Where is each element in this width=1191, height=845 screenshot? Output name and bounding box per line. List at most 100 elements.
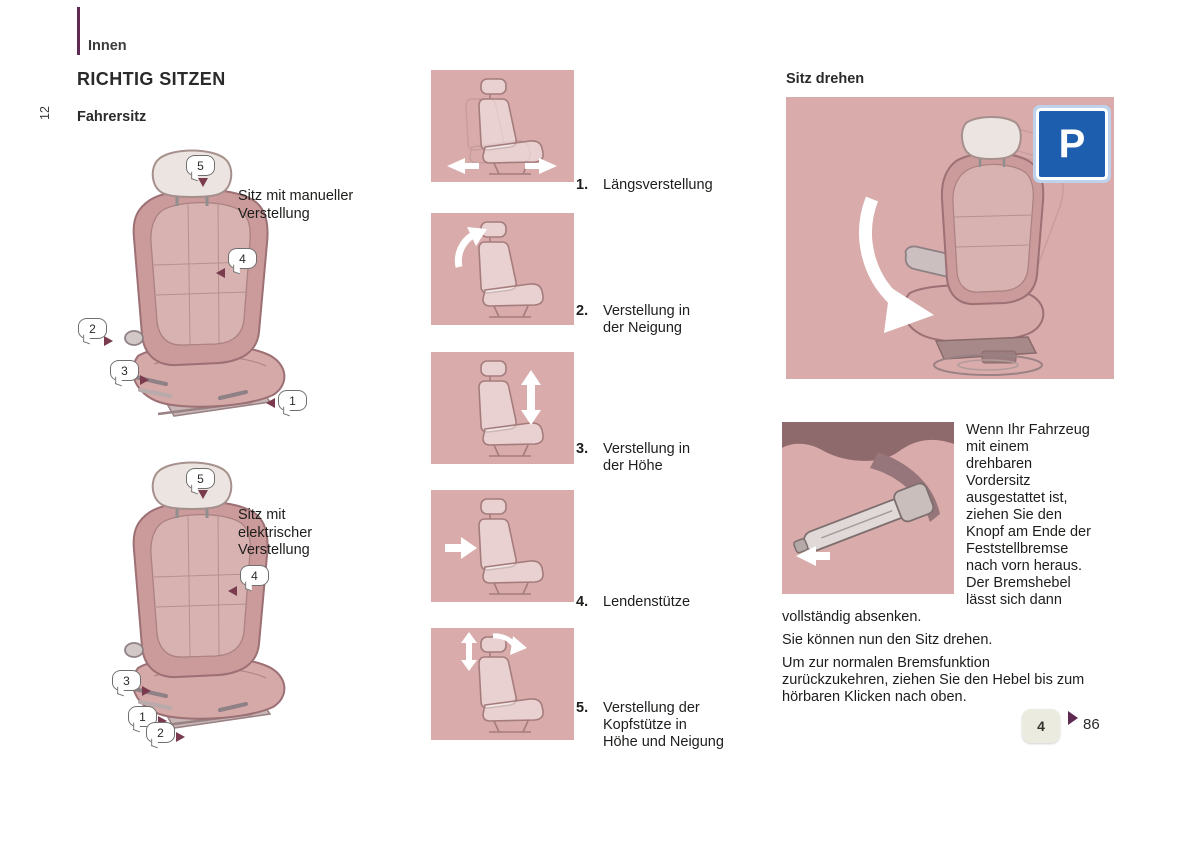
seat-drawing: [124, 461, 286, 729]
label-line: Lendenstütze: [603, 594, 691, 610]
seat-side-icon: [461, 632, 544, 733]
adjustment-label-4: 4. Lendenstütze: [576, 594, 690, 611]
callout-number: 5: [197, 158, 204, 173]
label-line: Höhe und Neigung: [603, 734, 724, 750]
page-title: RICHTIG SITZEN: [77, 69, 226, 89]
adjustment-box-longitudinal: [431, 70, 574, 182]
seat-side-icon: [447, 78, 557, 175]
swivel-paragraph-1: Wenn Ihr Fahrzeug mit einem drehbaren Vo…: [782, 422, 1091, 625]
callout-bubble: 1: [278, 390, 307, 411]
label-line: Verstellung der: [603, 700, 700, 716]
console-shape: [782, 422, 954, 461]
adjustment-box-lumbar: [431, 490, 574, 602]
swivel-paragraph-2: Sie können nun den Sitz drehen.: [782, 632, 993, 648]
pointer-arrow: [216, 268, 225, 278]
item-text: Lendenstütze: [603, 594, 690, 611]
electric-seat-caption: Sitz mit elektrischer Verstellung: [238, 507, 368, 560]
seat-side-icon: [454, 221, 544, 318]
pointer-arrow: [104, 336, 113, 346]
callout-bubble: 3: [112, 670, 141, 691]
pointer-arrow: [198, 178, 208, 187]
callout-bubble: 5: [186, 155, 215, 176]
item-text: Verstellung der Kopfstütze in Höhe und N…: [603, 700, 724, 751]
item-text: Verstellung in der Höhe: [603, 441, 690, 475]
front-lever: [218, 390, 248, 400]
adjustment-label-3: 3. Verstellung in der Höhe: [576, 441, 690, 475]
pointer-arrow: [198, 490, 208, 499]
pointer-arrow: [228, 586, 237, 596]
subsection-title: Fahrersitz: [77, 109, 147, 125]
arrow-left-icon: [447, 158, 479, 174]
chapter-arrow-icon: [1068, 711, 1078, 725]
seat-profile: [478, 360, 544, 457]
section-label: Innen: [88, 38, 127, 54]
callout-bubble: 1: [128, 706, 157, 727]
callout-number: 2: [89, 321, 96, 336]
item-number: 2.: [576, 303, 589, 319]
pointer-arrow: [140, 375, 149, 385]
electric-seat-illustration: [70, 452, 310, 752]
label-line: Längsverstellung: [603, 177, 713, 193]
rotation-arrow-icon: [859, 196, 903, 308]
pointer-arrow: [266, 398, 275, 408]
release-button: [793, 538, 809, 554]
callout-bubble: 5: [186, 468, 215, 489]
adjustment-label-5: 5. Verstellung der Kopfstütze in Höhe un…: [576, 700, 724, 751]
callout-bubble: 2: [78, 318, 107, 339]
caption-line: Sitz mit: [238, 507, 286, 523]
callout-number: 4: [239, 251, 246, 266]
seat-profile: [478, 221, 544, 318]
swivel-seat-drawing: [859, 116, 1064, 376]
swivel-heading: Sitz drehen: [786, 71, 865, 87]
swivel-text-block: Wenn Ihr Fahrzeug mit einem drehbaren Vo…: [782, 422, 1096, 712]
caption-line: Verstellung: [238, 205, 310, 222]
item-text: Verstellung in der Neigung: [603, 303, 690, 337]
arrowhead-icon: [510, 636, 527, 655]
pointer-arrow: [158, 716, 167, 726]
arrowhead-icon: [884, 287, 934, 333]
arrow-left-icon: [796, 546, 830, 566]
callout-number: 4: [251, 568, 258, 583]
recline-knob: [124, 330, 144, 346]
pointer-arrow: [176, 732, 185, 742]
seat-profile: [478, 78, 544, 175]
arrow-up-down-icon: [461, 632, 477, 671]
item-number: 3.: [576, 441, 589, 457]
seat-side-icon: [478, 360, 544, 457]
swivel-paragraph-3: Um zur normalen Bremsfunktion zurückzuke…: [782, 655, 1085, 705]
seat-headrest: [960, 116, 1022, 161]
page-number: 86: [1083, 716, 1100, 733]
item-text: Längsverstellung: [603, 177, 713, 194]
recline-knob: [124, 642, 144, 658]
parking-sign-letter: P: [1058, 121, 1086, 166]
pointer-arrow: [142, 686, 151, 696]
callout-bubble: 4: [228, 248, 257, 269]
parking-sign-icon: P: [1033, 105, 1111, 183]
adjustment-box-height: [431, 352, 574, 464]
brake-lever: [793, 482, 935, 554]
manual-seat-caption: Sitz mit manueller Verstellung: [238, 188, 398, 223]
adjustment-box-headrest: [431, 628, 574, 740]
seat-side-icon: [445, 498, 544, 595]
arrow-right-icon: [445, 537, 477, 559]
section-accent-bar: [77, 7, 80, 55]
handbrake-drawing: [782, 422, 954, 566]
label-line: Verstellung in: [603, 441, 691, 457]
swivel-seat-illustration: P: [786, 97, 1114, 379]
adjustment-box-recline: [431, 213, 574, 325]
seat-profile: [478, 498, 544, 595]
label-line: Kopfstütze in: [603, 717, 687, 733]
arrowhead-icon: [467, 227, 487, 246]
adjustment-label-1: 1. Längsverstellung: [576, 177, 713, 194]
callout-bubble: 4: [240, 565, 269, 586]
item-number: 1.: [576, 177, 589, 193]
arrow-up-down-icon: [521, 370, 541, 425]
caption-line: Sitz mit manueller: [238, 188, 354, 204]
callout-number: 1: [289, 393, 296, 408]
arrow-right-icon: [525, 158, 557, 174]
item-number: 5.: [576, 700, 589, 716]
curved-arrow-icon: [454, 231, 475, 268]
label-line: der Höhe: [603, 458, 663, 474]
callout-number: 3: [123, 673, 130, 688]
handbrake-illustration: [782, 422, 954, 594]
